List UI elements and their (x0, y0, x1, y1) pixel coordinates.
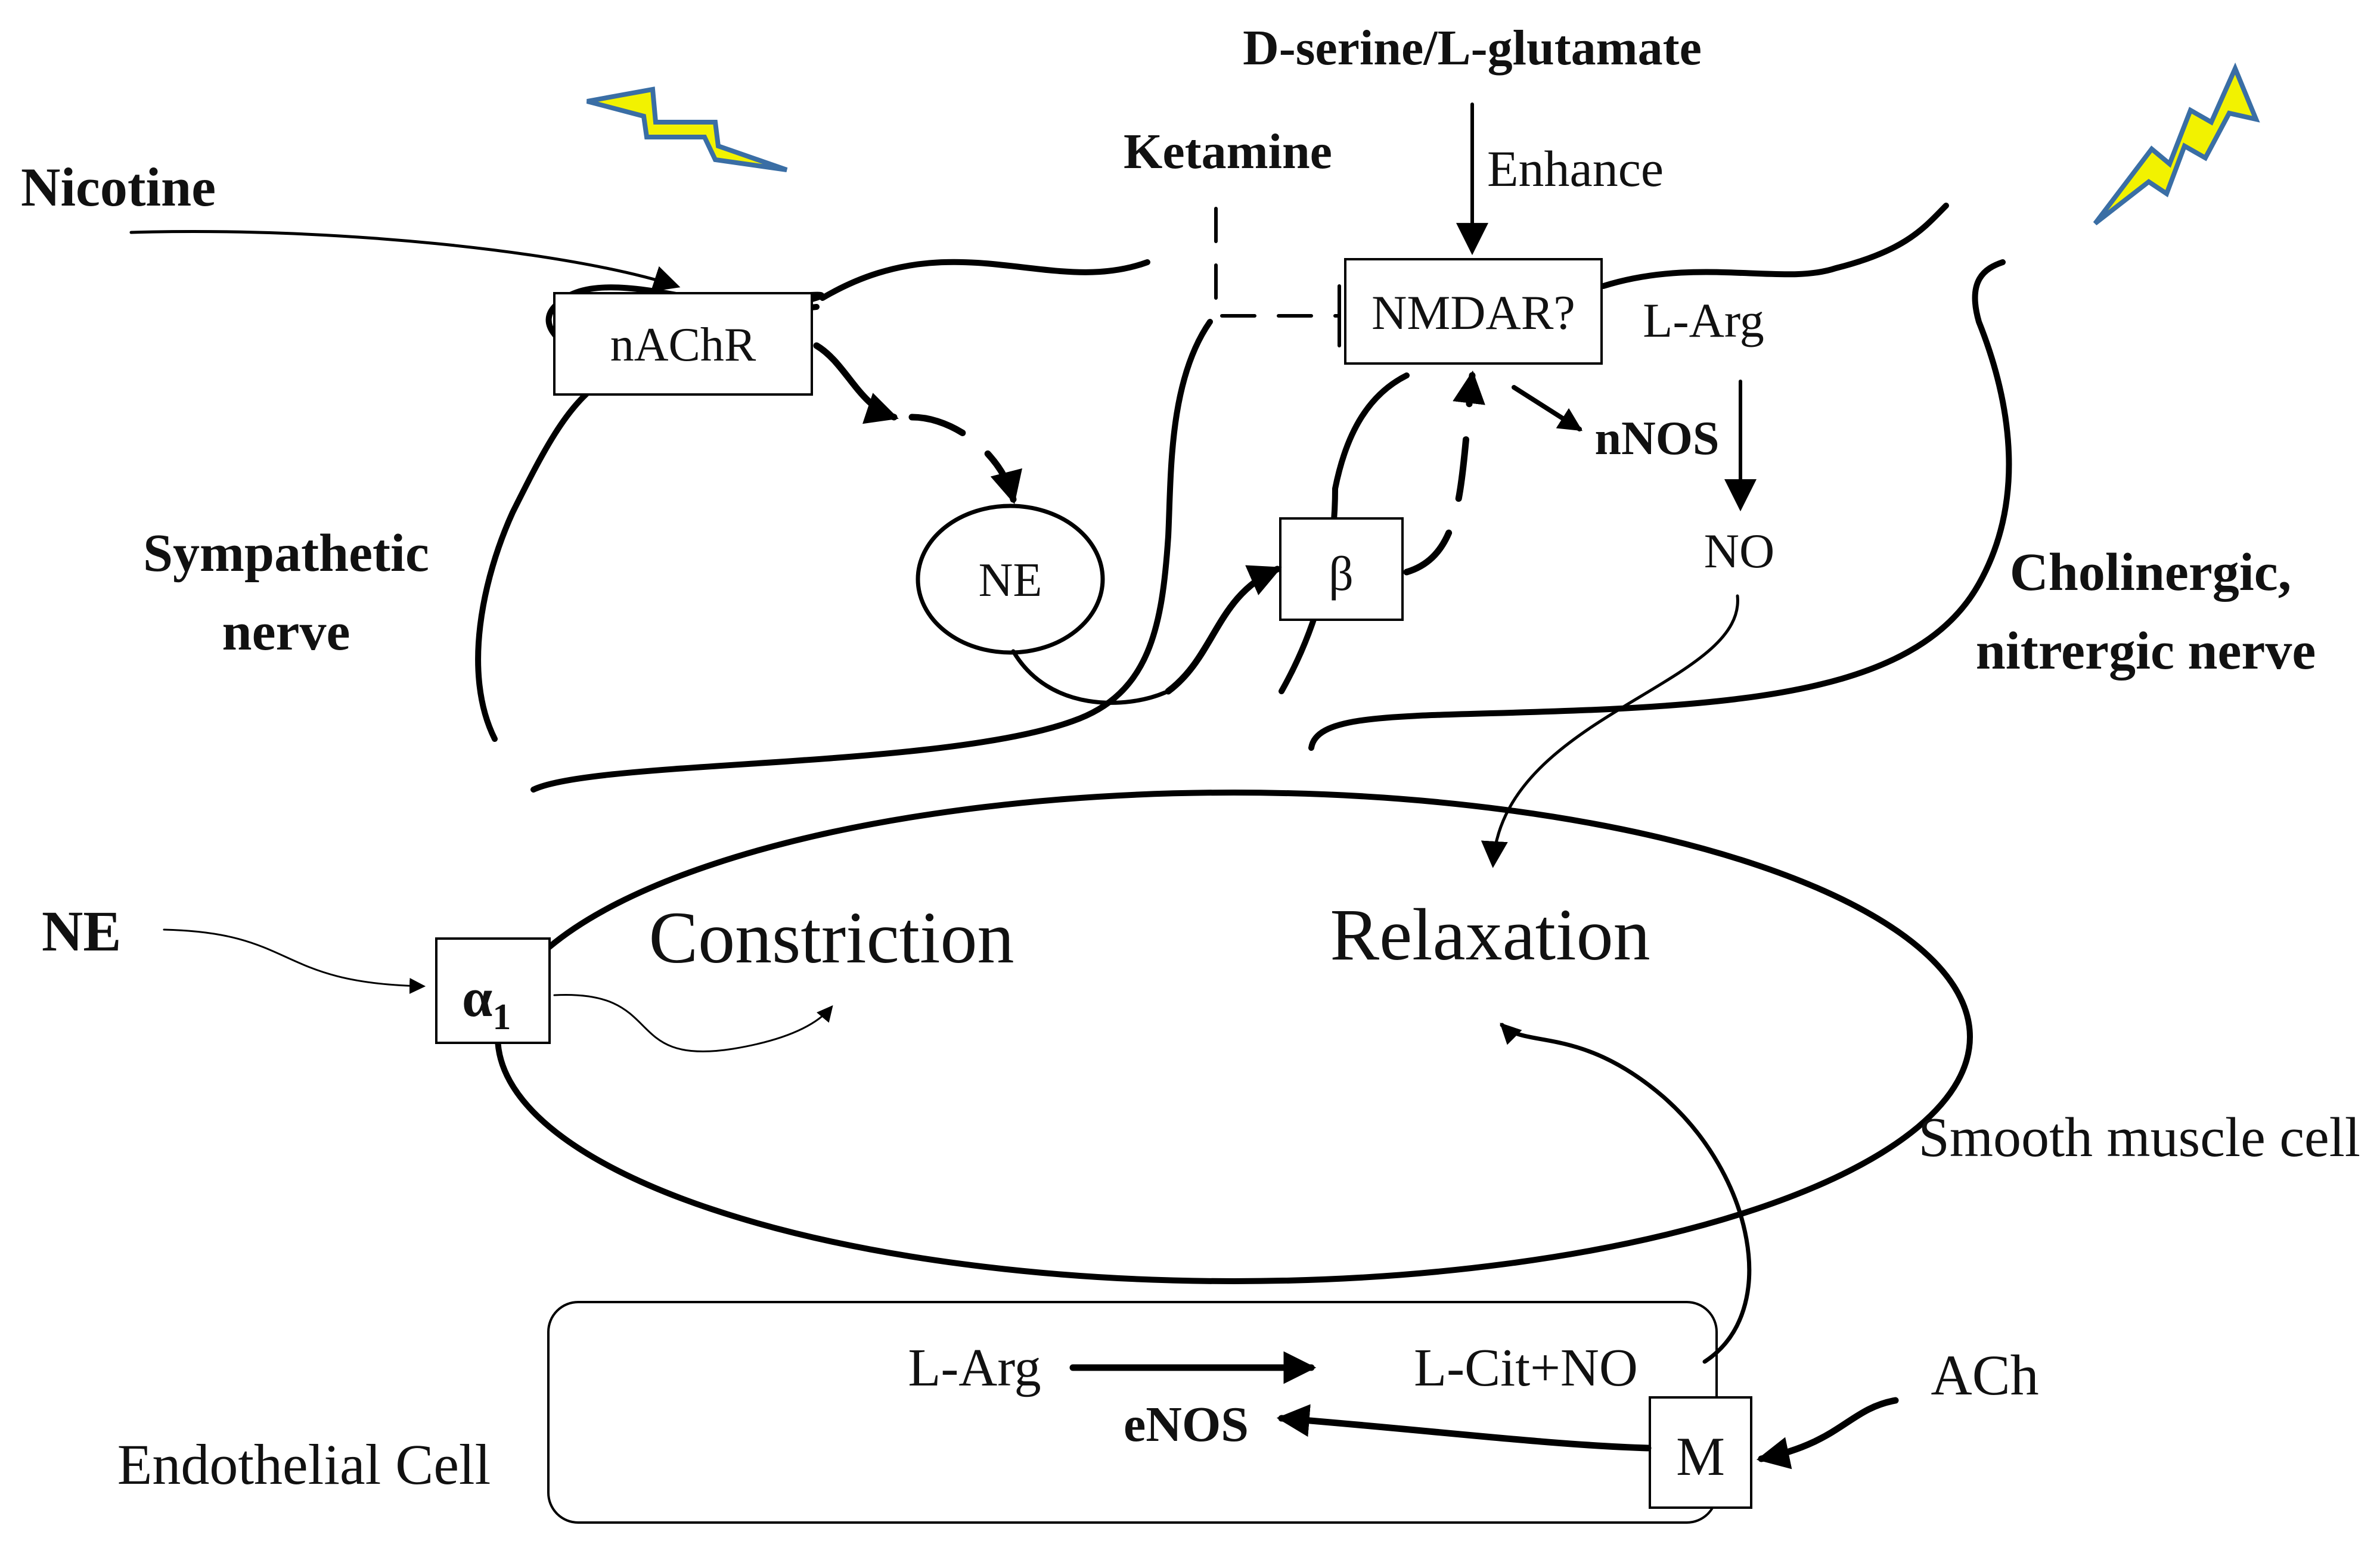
ne-release-path (1011, 649, 1168, 705)
no-top-label: NO (1704, 524, 1774, 578)
nmdar-receptor-box (1344, 258, 1603, 365)
m-receptor-box (1649, 1396, 1752, 1509)
sympathetic-label-line2: nerve (222, 602, 350, 661)
enos-label: eNOS (1124, 1397, 1249, 1452)
no-to-relaxation-arrow (1481, 594, 1739, 868)
nmdar-to-nnos-arrow (1512, 385, 1583, 431)
nachr-to-ne-arrow-start (813, 342, 899, 424)
d-serine-label: D-serine/L-glutamate (1243, 20, 1702, 76)
nachr-receptor-box (553, 292, 813, 396)
endothelial-no-to-relaxation-arrow (1500, 1023, 1752, 1364)
beta-to-nmdar-arrow (1403, 370, 1485, 576)
alpha-label: α1 (462, 967, 511, 1037)
l-arg-top-label: L-Arg (1643, 293, 1764, 347)
ketamine-label: Ketamine (1124, 124, 1332, 179)
lightning-bolt-icon-right (2093, 62, 2260, 226)
nicotine-label: Nicotine (21, 157, 216, 218)
ketamine-inhibition-line (1214, 207, 1340, 318)
nicotine-arrow (129, 229, 681, 292)
nachr-to-ne-arrow (908, 414, 1022, 504)
cholinergic-label-line1: Cholinergic, (2010, 543, 2291, 602)
smooth-muscle-cell-label: Smooth muscle cell (1919, 1107, 2360, 1169)
ne-vesicle (916, 504, 1105, 655)
ne-left-label: NE (42, 899, 121, 963)
beta-label: β (1329, 546, 1354, 601)
ne-to-beta-arrow (1165, 565, 1282, 695)
m-to-enos-arrow (1276, 1404, 1652, 1452)
ach-label: ACh (1931, 1343, 2038, 1407)
nmdar-label: NMDAR? (1371, 285, 1575, 340)
ne-to-alpha1-arrow (163, 928, 426, 995)
relaxation-label: Relaxation (1330, 894, 1650, 976)
beta-receptor-box (1279, 517, 1404, 621)
sympathetic-label-line1: Sympathetic (143, 524, 429, 583)
cholinergic-label-line2: nitrergic nerve (1976, 622, 2316, 681)
enhance-label: Enhance (1487, 140, 1664, 197)
nnos-label: nNOS (1595, 412, 1720, 465)
alpha1-to-constriction-arrow (553, 993, 833, 1052)
ach-to-m-arrow (1756, 1397, 1899, 1470)
lightning-bolt-icon-left (586, 86, 788, 172)
l-arg-bottom-label: L-Arg (908, 1338, 1041, 1397)
constriction-label: Constriction (648, 897, 1014, 978)
smooth-muscle-cell-outline (495, 790, 1973, 1284)
m-receptor-label: M (1676, 1426, 1725, 1487)
alpha1-receptor-box (435, 937, 551, 1044)
ne-vesicle-label: NE (979, 554, 1042, 607)
l-cit-no-label: L-Cit+NO (1414, 1338, 1638, 1397)
endothelial-cell-label: Endothelial Cell (117, 1433, 491, 1496)
nachr-label: nAChR (610, 319, 756, 371)
